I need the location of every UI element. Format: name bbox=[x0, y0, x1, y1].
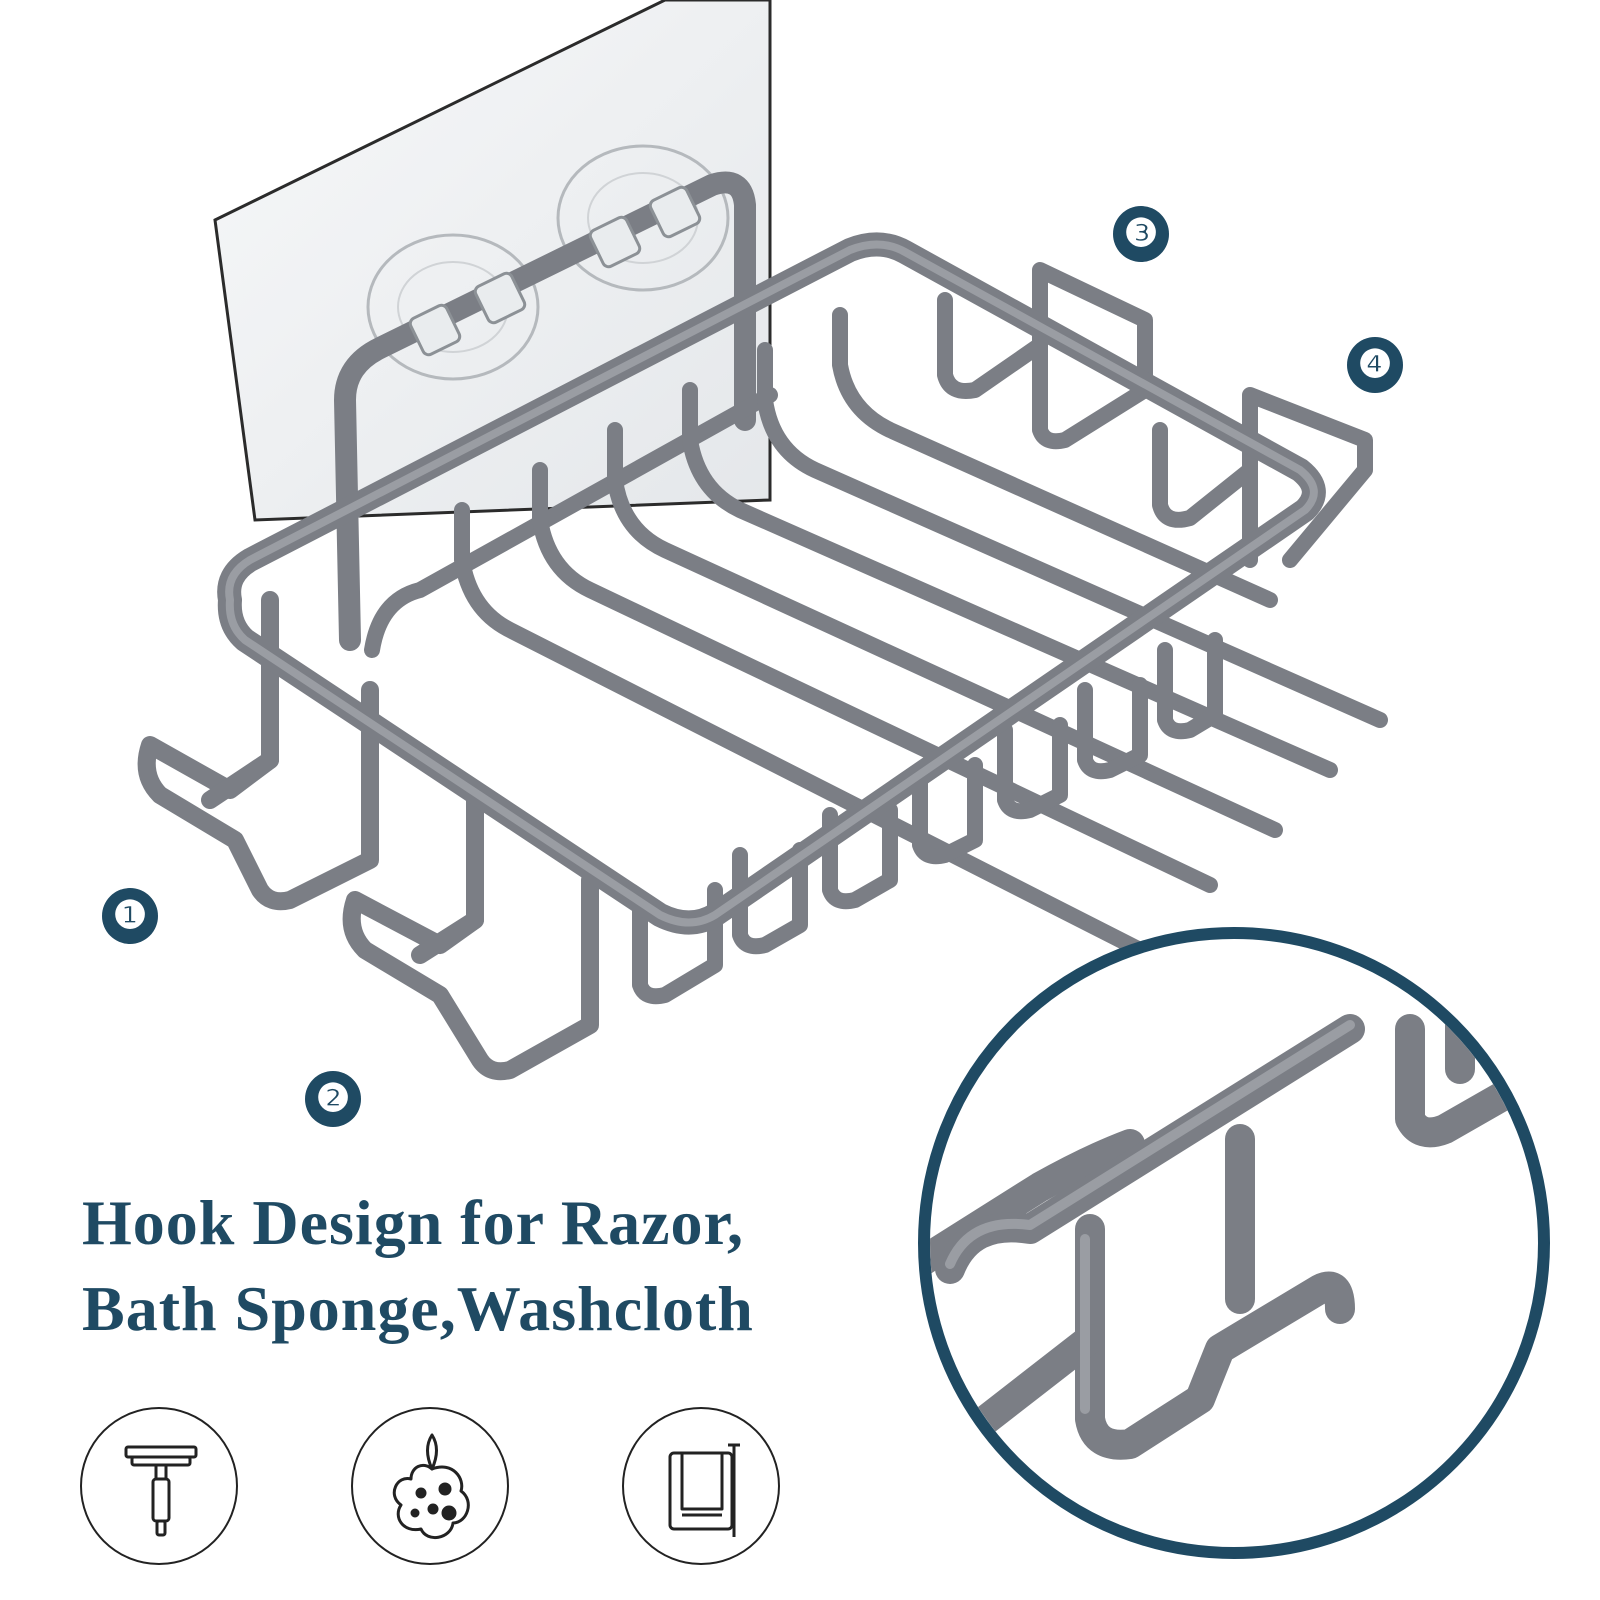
headline-line-2: Bath Sponge,Washcloth bbox=[82, 1273, 754, 1344]
feature-headline: Hook Design for Razor, Bath Sponge,Washc… bbox=[82, 1180, 842, 1352]
hanging-frame bbox=[334, 171, 756, 651]
hook-number-badge-2: ❷ bbox=[305, 1071, 361, 1127]
headline-line-1: Hook Design for Razor, bbox=[82, 1187, 744, 1258]
basket-wires bbox=[364, 307, 1388, 958]
hook-number-badge-3: ❸ bbox=[1113, 206, 1169, 262]
bath-sponge-icon bbox=[351, 1407, 509, 1565]
hook-number-badge-1: ❶ bbox=[102, 888, 158, 944]
razor-icon bbox=[80, 1407, 238, 1565]
front-hooks bbox=[137, 591, 599, 1081]
frame-clips bbox=[408, 185, 702, 357]
hook-number-badge-4: ❹ bbox=[1347, 337, 1403, 393]
washcloth-icon bbox=[622, 1407, 780, 1565]
basket-legs bbox=[632, 632, 1223, 1005]
back-hooks bbox=[937, 262, 1373, 568]
hook-detail-zoom bbox=[918, 927, 1550, 1559]
